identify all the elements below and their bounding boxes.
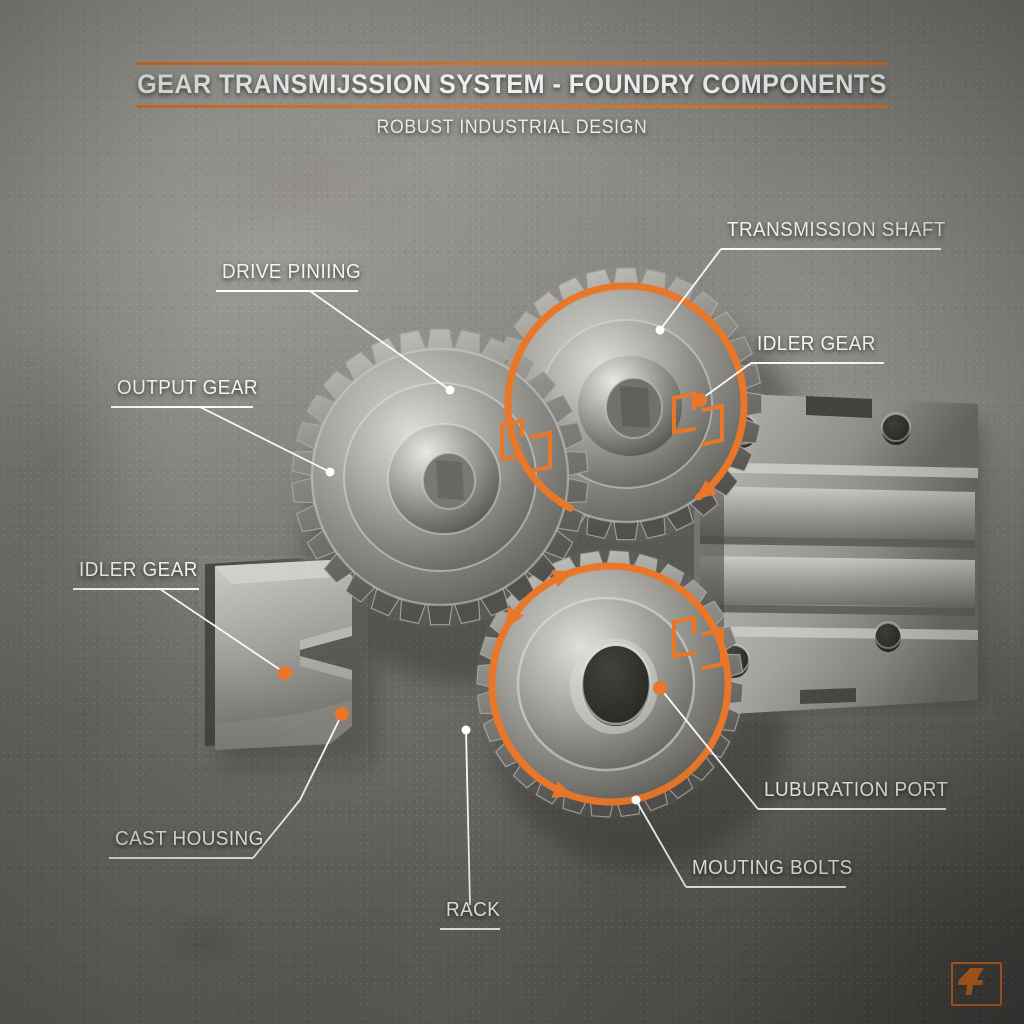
page-subtitle: ROBUST INDUSTRIAL DESIGN: [376, 116, 648, 138]
brand-logo: [951, 962, 1002, 1006]
leader-dot-idler-gear-right: [693, 393, 707, 407]
leader-dot-mounting-bolts: [631, 795, 641, 805]
callout-label-transmission-shaft: TRANSMISSION SHAFT: [727, 218, 946, 241]
leader-rack: [440, 725, 500, 930]
callout-label-drive-pinion: DRIVE PINIING: [222, 260, 362, 283]
header-block: GEAR TRANSMIJSSION SYSTEM - FOUNDRY COMP…: [0, 62, 1024, 139]
leader-dot-rack: [461, 725, 471, 735]
rotation-arrow-idler-inner: [504, 562, 732, 806]
page-title: GEAR TRANSMIJSSION SYSTEM - FOUNDRY COMP…: [137, 69, 887, 99]
leader-dot-drive-pinion: [445, 385, 455, 395]
title-rule-bottom: [136, 104, 888, 108]
rotation-arrowhead-secondary: [551, 570, 574, 587]
leader-cast-housing: [109, 707, 349, 859]
callout-label-cast-housing: CAST HOUSING: [115, 827, 264, 850]
rotation-arrow-drive-pinion: [504, 282, 748, 512]
leader-dot-idler-gear-left: [278, 666, 292, 680]
leader-idler-gear-left: [73, 588, 292, 680]
title-rule-top: [136, 62, 888, 65]
leader-drive-pinion: [216, 290, 455, 395]
callout-label-mounting-bolts: MOUTING BOLTS: [692, 856, 853, 879]
leader-mounting-bolts: [631, 795, 846, 888]
leader-transmission-shaft: [655, 248, 941, 335]
callout-label-rack: RACK: [446, 898, 501, 921]
rotation-direction-arrows: [488, 282, 748, 806]
leader-dot-lubrication-port: [653, 681, 667, 695]
leader-dot-cast-housing: [335, 707, 349, 721]
callout-label-idler-gear-right: IDLER GEAR: [757, 332, 876, 355]
leader-dot-output-gear: [325, 467, 335, 477]
leader-output-gear: [111, 406, 335, 477]
logo-four-glyph: [958, 968, 984, 995]
callout-label-idler-gear-left: IDLER GEAR: [79, 558, 198, 581]
leader-lubrication-port: [653, 681, 946, 810]
leader-idler-gear-right: [693, 362, 884, 407]
leader-dot-transmission-shaft: [655, 325, 665, 335]
callout-label-output-gear: OUTPUT GEAR: [117, 376, 258, 399]
callout-label-lubrication-port: LUBURATION PORT: [764, 778, 949, 801]
